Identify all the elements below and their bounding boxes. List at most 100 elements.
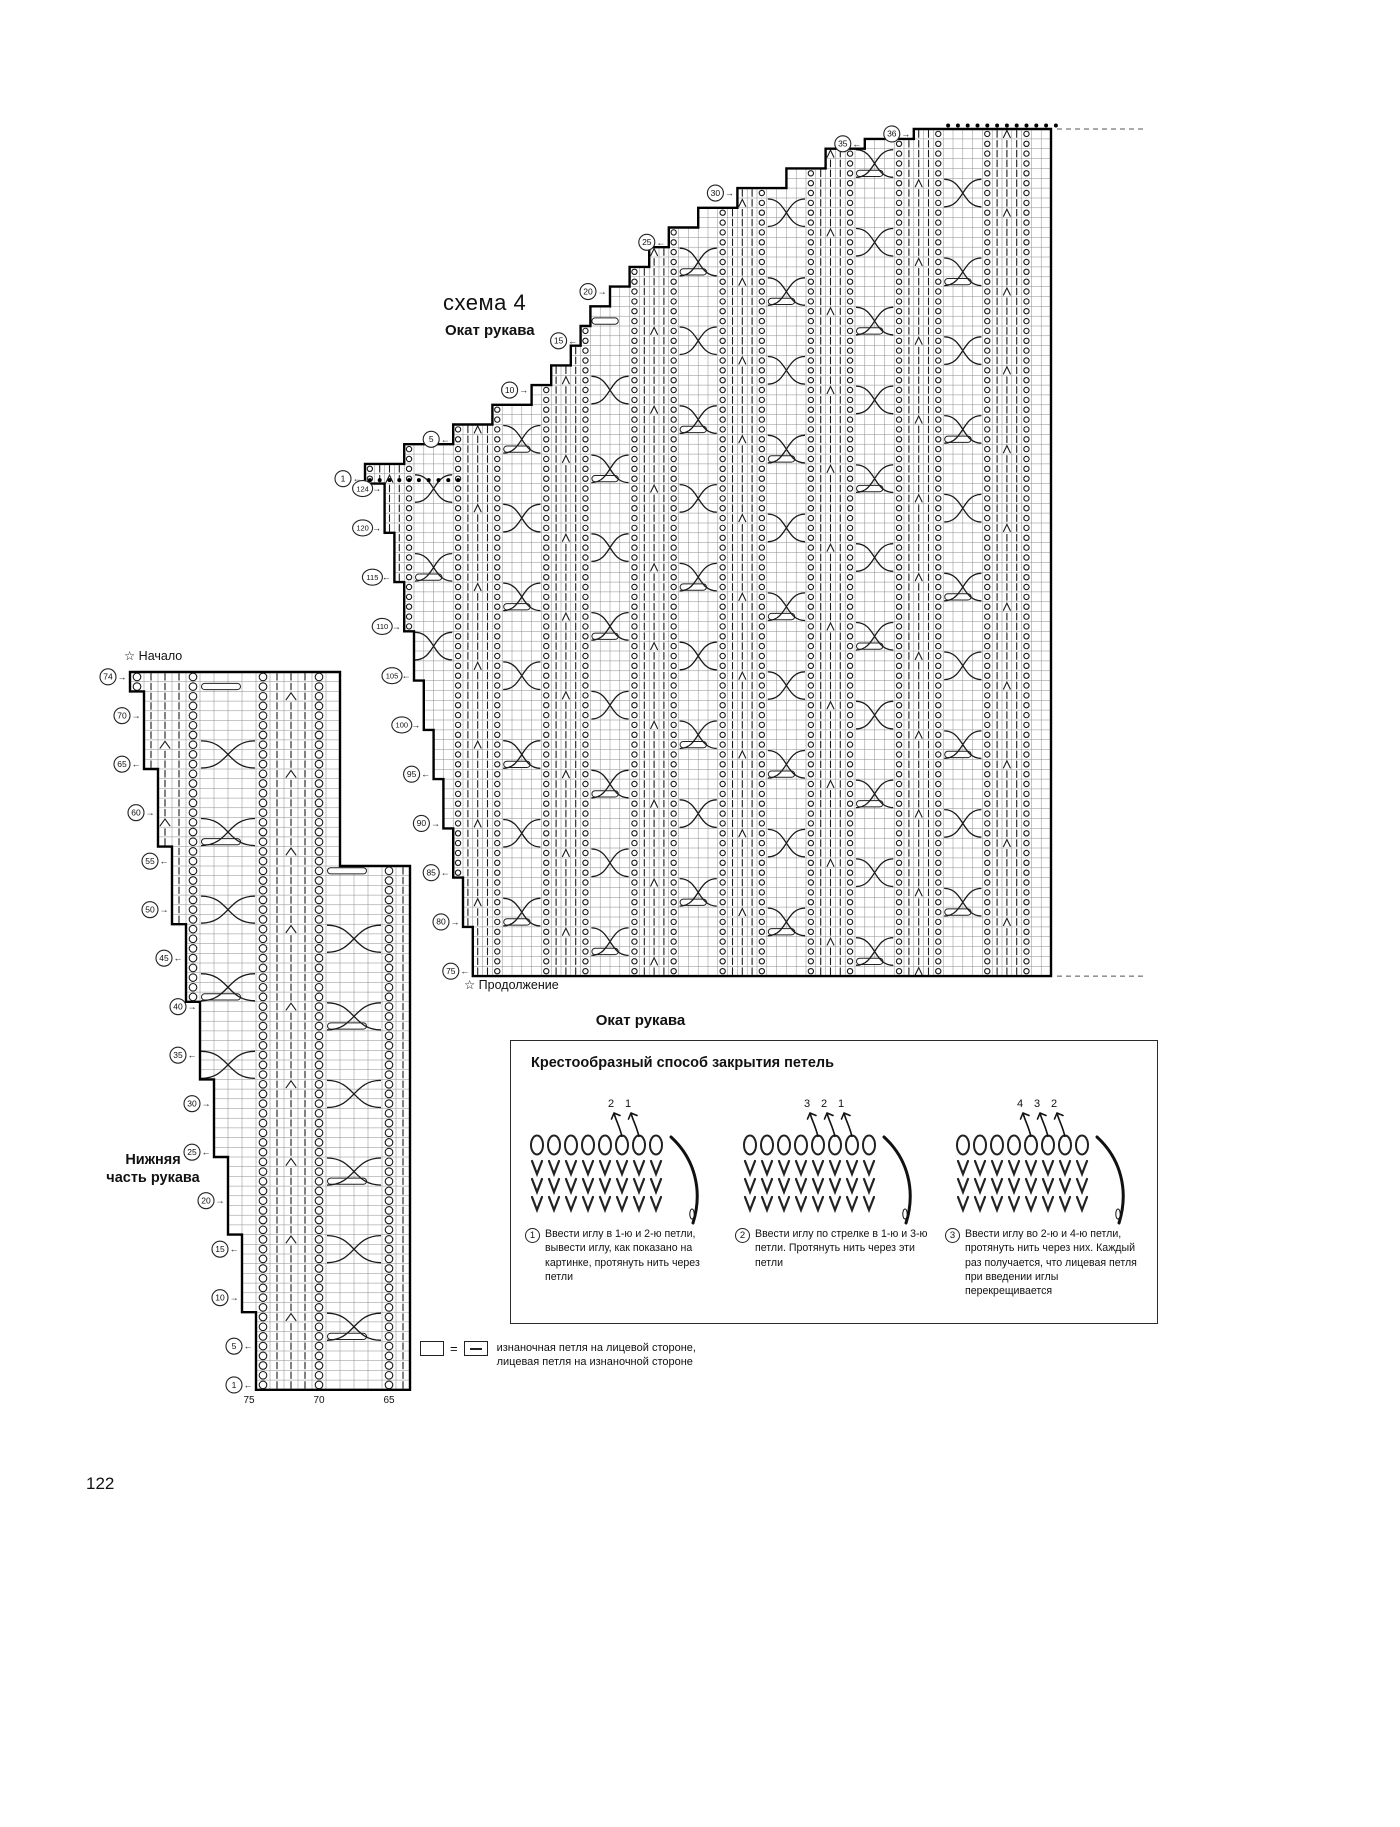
legend-empty-box-symbol: [420, 1341, 444, 1356]
svg-text:10: 10: [215, 1292, 225, 1302]
step-number-2: 2: [735, 1228, 750, 1243]
bindoff-captions: 1 Ввести иглу в 1-ю и 2-ю петли, вывести…: [511, 1227, 1157, 1298]
svg-text:1: 1: [838, 1098, 844, 1110]
svg-text:←: ←: [174, 953, 183, 963]
svg-text:→: →: [431, 818, 440, 828]
svg-text:→: →: [230, 1293, 239, 1303]
bindoff-caption-1: 1 Ввести иглу в 1-ю и 2-ю петли, вывести…: [525, 1227, 723, 1298]
svg-text:←: ←: [852, 139, 861, 149]
svg-text:35: 35: [838, 139, 848, 149]
svg-text:70: 70: [117, 710, 127, 720]
svg-text:←: ←: [421, 769, 430, 779]
step-number-3: 3: [945, 1228, 960, 1243]
svg-text:1: 1: [341, 473, 346, 483]
svg-text:75: 75: [446, 966, 456, 976]
svg-text:→: →: [118, 672, 127, 682]
svg-text:95: 95: [407, 769, 417, 779]
svg-text:100: 100: [396, 721, 409, 730]
svg-text:105: 105: [386, 671, 399, 680]
svg-text:40: 40: [173, 1001, 183, 1011]
lower-sleeve-label-line2: часть рукава: [106, 1170, 200, 1187]
svg-text:45: 45: [159, 953, 169, 963]
step-number-1: 1: [525, 1228, 540, 1243]
legend: = изнаночная петля на лицевой стороне, л…: [420, 1341, 696, 1370]
section-label: Окат рукава: [595, 1012, 686, 1029]
svg-text:55: 55: [145, 856, 155, 866]
svg-text:20: 20: [201, 1195, 211, 1205]
svg-text:3: 3: [804, 1098, 810, 1110]
svg-text:→: →: [202, 1099, 211, 1109]
svg-text:80: 80: [436, 917, 446, 927]
page-number: 122: [86, 1474, 115, 1493]
legend-text-line2: лицевая петля на изнаночной стороне: [496, 1356, 693, 1369]
svg-text:2: 2: [608, 1098, 614, 1110]
step-text-3: Ввести иглу во 2-ю и 4-ю петли, протянут…: [965, 1228, 1137, 1298]
svg-text:70: 70: [313, 1395, 325, 1406]
svg-text:1: 1: [232, 1380, 237, 1390]
svg-text:←: ←: [202, 1147, 211, 1157]
svg-text:→: →: [598, 287, 607, 297]
svg-text:←: ←: [382, 572, 391, 582]
step-text-1: Ввести иглу в 1-ю и 2-ю петли, вывести и…: [545, 1228, 700, 1283]
svg-text:124: 124: [356, 484, 369, 493]
svg-text:←: ←: [230, 1244, 239, 1254]
sleeve-cap-knitting-chart: 36→35←30→25←20→15←10→5←1←124→120→115←110…: [334, 123, 1146, 980]
svg-text:5: 5: [429, 434, 434, 444]
lower-sleeve-label-line1: Нижняя: [125, 1152, 181, 1168]
svg-text:→: →: [725, 188, 734, 198]
svg-text:115: 115: [366, 573, 378, 582]
svg-text:15: 15: [215, 1244, 225, 1254]
step-text-2: Ввести иглу по стрелке в 1-ю и 3-ю петли…: [755, 1228, 928, 1269]
legend-text: изнаночная петля на лицевой стороне, лиц…: [497, 1341, 696, 1370]
lower-sleeve-knitting-chart: 74→70→65←60→55←50→45←40→35←30→25←20→15←1…: [99, 668, 412, 1406]
chart-subtitle: Окат рукава: [445, 322, 535, 339]
svg-text:36: 36: [887, 129, 897, 139]
svg-text:→: →: [132, 711, 141, 721]
svg-text:→: →: [372, 523, 381, 533]
svg-text:→: →: [146, 808, 155, 818]
svg-text:85: 85: [426, 867, 436, 877]
svg-text:110: 110: [376, 622, 388, 631]
svg-text:←: ←: [402, 671, 411, 681]
svg-text:→: →: [519, 385, 528, 395]
svg-text:←: ←: [656, 237, 665, 247]
svg-text:←: ←: [460, 966, 469, 976]
svg-text:→: →: [901, 129, 910, 139]
svg-text:3: 3: [1034, 1098, 1040, 1110]
svg-text:→: →: [216, 1196, 225, 1206]
continuation-note: ☆ Продолжение: [464, 978, 559, 992]
svg-text:←: ←: [568, 336, 577, 346]
svg-text:→: →: [372, 484, 381, 494]
svg-text:25: 25: [187, 1147, 197, 1157]
svg-text:←: ←: [441, 434, 450, 444]
svg-text:35: 35: [173, 1050, 183, 1060]
svg-text:2: 2: [1051, 1098, 1057, 1110]
svg-text:→: →: [392, 621, 401, 631]
svg-text:60: 60: [131, 807, 141, 817]
svg-text:15: 15: [554, 336, 564, 346]
svg-text:90: 90: [417, 818, 427, 828]
svg-text:←: ←: [132, 759, 141, 769]
svg-text:50: 50: [145, 904, 155, 914]
svg-text:20: 20: [583, 286, 593, 296]
svg-text:←: ←: [244, 1341, 253, 1351]
svg-text:4: 4: [1017, 1098, 1023, 1110]
svg-text:1: 1: [625, 1098, 631, 1110]
start-note: ☆ Начало: [124, 649, 183, 663]
svg-text:65: 65: [117, 759, 127, 769]
svg-text:2: 2: [821, 1098, 827, 1110]
svg-text:←: ←: [441, 868, 450, 878]
svg-text:→: →: [451, 917, 460, 927]
svg-text:30: 30: [187, 1098, 197, 1108]
legend-dash-box-symbol: [463, 1341, 488, 1356]
svg-text:←: ←: [160, 856, 169, 866]
svg-text:120: 120: [356, 524, 369, 533]
legend-text-line1: изнаночная петля на лицевой стороне,: [496, 1342, 696, 1354]
legend-equals: =: [450, 1341, 458, 1356]
